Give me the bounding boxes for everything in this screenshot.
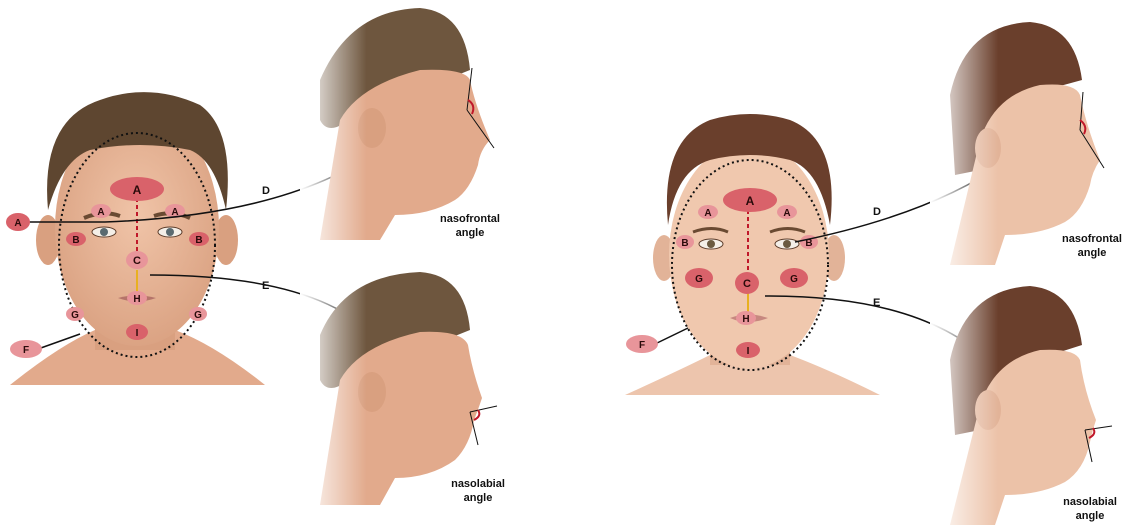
male-zone-c-label: C — [133, 255, 141, 267]
male-zone-b-right-label: B — [195, 235, 202, 246]
female-zone-a-left-label: A — [704, 208, 711, 219]
female-front-face: A A A B B G G C H I F — [625, 114, 880, 395]
female-callout-f-label: F — [639, 340, 645, 351]
female-iris-right — [783, 240, 791, 248]
male-callout-f-label: F — [23, 345, 29, 356]
male-iris-left — [100, 228, 108, 236]
female-iris-left — [707, 240, 715, 248]
male-zone-a-label: A — [133, 183, 142, 197]
male-callout-a-label: A — [14, 218, 21, 229]
female-zone-g-left-label: G — [695, 274, 703, 285]
female-zone-a-label: A — [746, 194, 755, 208]
male-arrow-d-label: D — [262, 185, 270, 197]
male-zone-a-left-label: A — [97, 207, 104, 218]
male-zone-g-right-label: G — [194, 310, 202, 321]
female-callout-f-line — [655, 328, 688, 344]
female-zone-h-label: H — [742, 314, 749, 325]
male-zone-h-label: H — [133, 294, 140, 305]
male-iris-right — [166, 228, 174, 236]
female-arrow-e-label: E — [873, 297, 880, 309]
male-front-face: A A A B B C H G G I A F — [6, 92, 265, 385]
male-zone-g-left-label: G — [71, 310, 79, 321]
female-profile-top-fade — [930, 15, 1125, 270]
female-arrow-d-label: D — [873, 206, 881, 218]
female-zone-i-label: I — [747, 346, 750, 357]
male-arrow-e-label: E — [262, 280, 269, 292]
female-profile-bottom-fade — [930, 280, 1125, 530]
female-zone-g-right-label: G — [790, 274, 798, 285]
female-zone-c-label: C — [743, 278, 751, 290]
female-zone-b-left-label: B — [681, 238, 688, 249]
male-zone-b-left-label: B — [72, 235, 79, 246]
male-zone-i-label: I — [136, 328, 139, 339]
female-zone-a-right-label: A — [783, 208, 790, 219]
